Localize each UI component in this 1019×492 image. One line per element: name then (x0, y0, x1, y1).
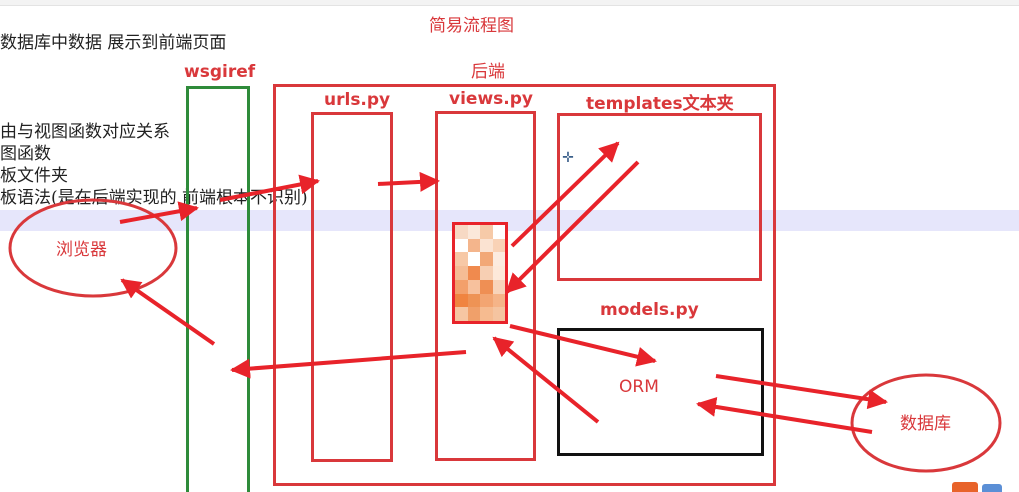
note-line-4: 板文件夹 (0, 166, 68, 186)
models-label: models.py (600, 300, 699, 320)
arrow-views-to-templates (510, 141, 620, 248)
backend-box (273, 84, 776, 486)
diagram-title: 简易流程图 (429, 16, 514, 36)
app-logo-icon (952, 482, 978, 492)
browser-ellipse (8, 198, 178, 298)
arrow-database-to-orm (696, 396, 873, 434)
arrow-urls-to-views (377, 171, 440, 192)
urls-box (311, 112, 393, 462)
database-ellipse (850, 373, 1002, 473)
note-line-2: 由与视图函数对应关系 (0, 122, 170, 142)
wsgiref-box (186, 86, 250, 492)
arrow-wsgiref-to-browser (120, 278, 216, 346)
orm-label: ORM (619, 377, 659, 397)
templates-box (557, 113, 762, 281)
crosshair-cursor-icon: ✛ (562, 150, 574, 166)
arrow-orm-to-database (715, 374, 888, 410)
backend-label: 后端 (471, 62, 505, 82)
views-box (435, 111, 536, 461)
browser-label: 浏览器 (56, 240, 107, 260)
arrow-templates-to-views (505, 160, 640, 294)
urls-label: urls.py (324, 90, 391, 110)
note-line-3: 图函数 (0, 144, 51, 164)
wsgiref-label: wsgiref (184, 62, 256, 82)
pixelated-image (452, 222, 508, 324)
note-line-1: 数据库中数据 展示到前端页面 (0, 33, 227, 53)
arrow-browser-to-wsgiref (119, 201, 199, 224)
database-label: 数据库 (900, 414, 951, 434)
arrow-wsgiref-to-urls (219, 174, 320, 202)
arrow-orm-to-views (492, 336, 600, 424)
arrow-views-to-orm (509, 324, 657, 367)
views-label: views.py (449, 89, 533, 109)
app-badge-icon (982, 484, 1002, 492)
arrow-views-to-wsgiref (230, 350, 467, 379)
note-line-5: 板语法(是在后端实现的 前端根本不识别) (0, 188, 308, 208)
editor-current-line-highlight (0, 210, 1019, 231)
templates-label: templates文本夹 (586, 94, 734, 114)
editor-top-border (0, 0, 1019, 6)
